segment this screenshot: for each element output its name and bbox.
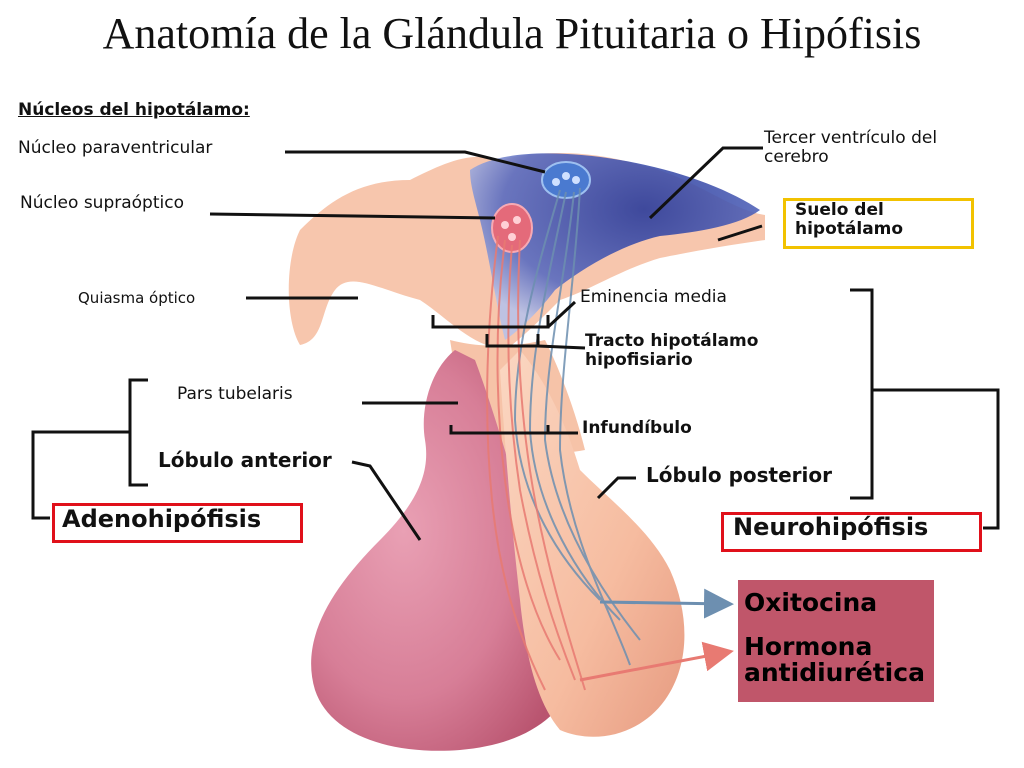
page-title: Anatomía de la Glándula Pituitaria o Hip… [102, 9, 922, 58]
hormone-box [738, 580, 934, 702]
label-oxitocina: Oxitocina [744, 588, 878, 617]
adenohipofisis-highlight-box [52, 503, 303, 543]
label-tercer-ventriculo-line1: Tercer ventrículo del [764, 128, 938, 148]
label-adh-line2: antidiurética [744, 658, 925, 687]
label-nucleos-header: Núcleos del hipotálamo: [18, 100, 250, 120]
label-suelo-line1: Suelo del [795, 200, 884, 220]
neurohipofisis-highlight-box [721, 512, 982, 552]
adh-arrow [579, 641, 734, 682]
label-adenohipofisis: Adenohipófisis [62, 505, 262, 533]
label-lobulo-anterior: Lóbulo anterior [158, 448, 332, 472]
label-lobulo-posterior: Lóbulo posterior [646, 463, 833, 487]
third-ventricle-shape [470, 153, 760, 340]
anterior-lobe-shape [311, 350, 575, 751]
label-adh-line1: Hormona [744, 632, 873, 661]
label-infundibulo: Infundíbulo [582, 418, 692, 438]
label-suelo-line2: hipotálamo [795, 219, 904, 239]
oxitocina-arrow [599, 588, 734, 619]
label-tracto-line1: Tracto hipotálamo [585, 331, 759, 351]
leader-lines [31, 146, 1000, 541]
label-tercer-ventriculo-line2: cerebro [764, 147, 829, 167]
label-quiasma: Quiasma óptico [78, 289, 196, 307]
supraoptic-nucleus-shape [491, 203, 533, 253]
label-neurohipofisis: Neurohipófisis [733, 513, 929, 541]
label-tracto-line2: hipofisiario [585, 350, 693, 370]
red-nerve-fibers [486, 235, 586, 691]
blue-nerve-fibers [513, 187, 641, 666]
label-eminencia: Eminencia media [580, 287, 727, 307]
label-supraoptico: Núcleo supraóptico [20, 193, 184, 213]
label-paraventricular: Núcleo paraventricular [18, 138, 213, 158]
label-pars-tubelaris: Pars tubelaris [177, 384, 293, 404]
suelo-highlight-box [783, 198, 974, 249]
